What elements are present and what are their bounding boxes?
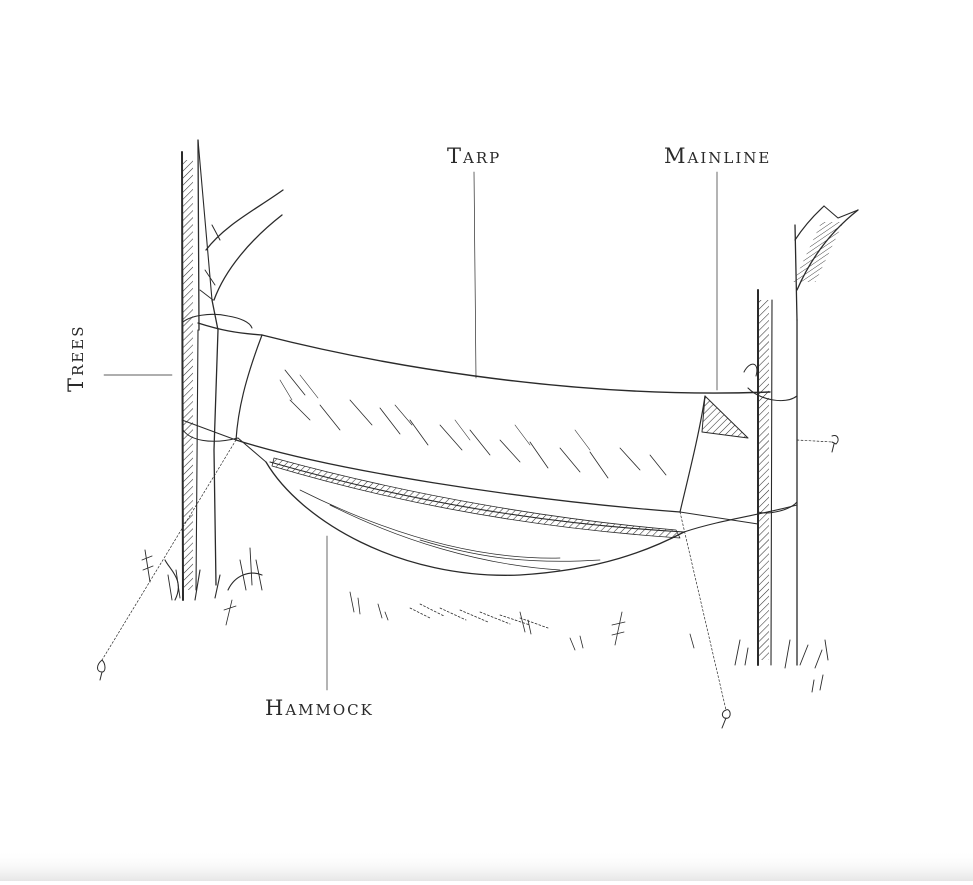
hammock [182,429,798,576]
ground [223,591,695,651]
mainline [182,313,798,402]
leader-lines [103,171,718,691]
tarp [181,334,759,525]
guy-lines [97,435,839,729]
right-tree [734,205,859,693]
bottom-shadow [0,850,973,881]
hammock-label: Hammock [265,696,374,720]
trees-label: Trees [64,324,88,392]
mainline-label: Mainline [664,144,772,168]
left-tree [141,139,284,601]
tarp-label: Tarp [447,144,502,168]
